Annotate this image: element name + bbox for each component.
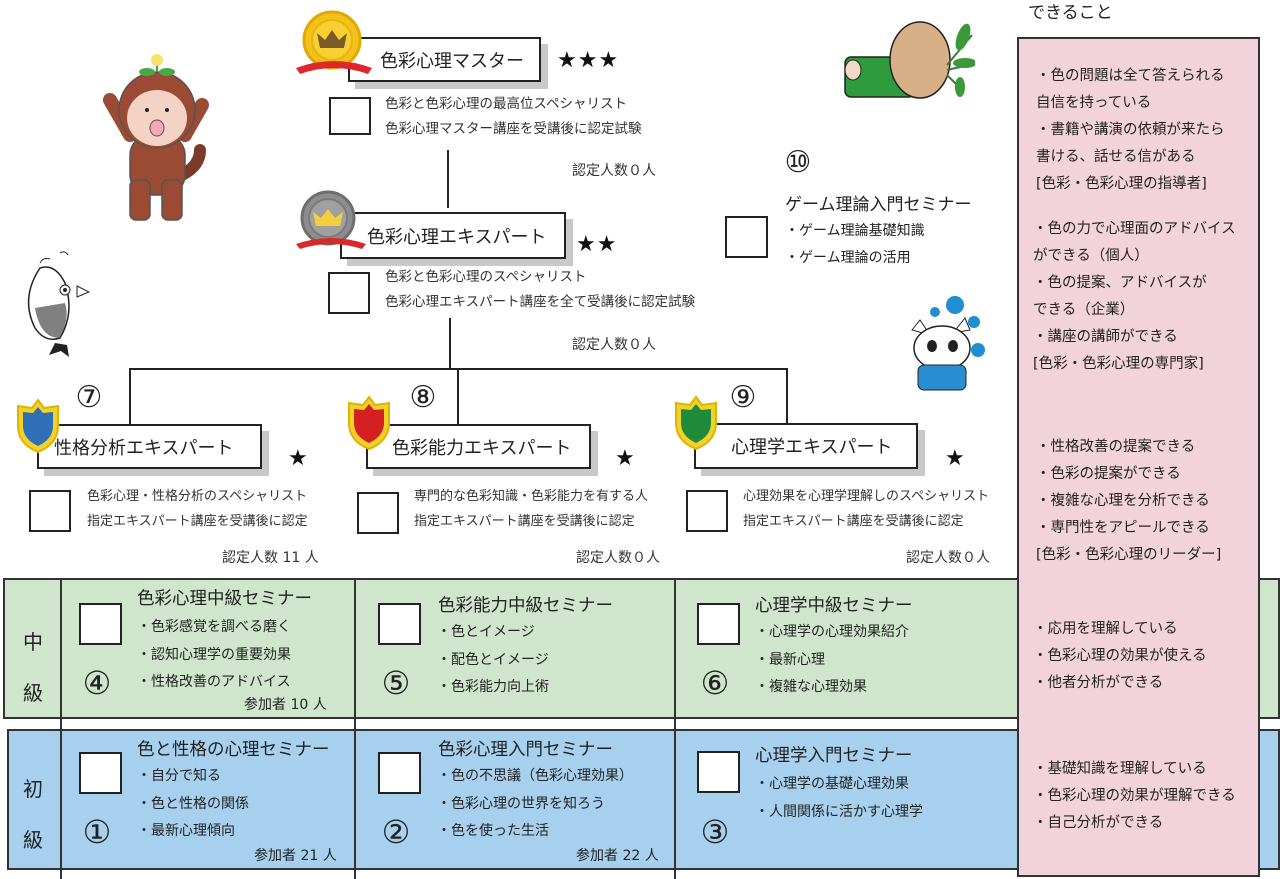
specialist-description: 心理効果を心理学理解しのスペシャリスト 指定エキスパート講座を受講後に認定: [743, 489, 990, 529]
specialist-title-box: 心理学エキスパート: [694, 423, 918, 469]
column-divider: [674, 578, 676, 879]
abilities-group-master: ・色の問題は全て答えられる 自信を持っている ・書籍や講演の依頼が来たら 書ける…: [1036, 68, 1225, 192]
seminar-checkbox[interactable]: [378, 603, 421, 645]
seminar-title: 心理学入門セミナー: [755, 746, 913, 766]
seminar-checkbox[interactable]: [378, 752, 421, 794]
seminar-checkbox[interactable]: [79, 752, 122, 794]
abilities-header: できること: [1028, 3, 1113, 23]
gold-crown-medal-icon: [296, 10, 372, 74]
specialist-description: 色彩心理・性格分析のスペシャリスト 指定エキスパート講座を受講後に認定: [87, 489, 308, 529]
connector-line: [457, 368, 459, 424]
silver-crown-medal-icon: [296, 190, 366, 249]
abilities-group-beginner: ・基礎知識を理解している ・色彩心理の効果が理解できる ・自己分析ができる: [1033, 761, 1236, 831]
bird-mascot-illustration: [27, 251, 90, 357]
monkey-mascot-illustration: [103, 54, 209, 221]
expert-certified-count: 認定人数０人: [572, 337, 656, 353]
game-seminar-items: ・ゲーム理論基礎知識 ・ゲーム理論の活用: [785, 223, 925, 266]
specialist-title: 色彩能力エキスパート: [392, 437, 572, 459]
column-divider: [354, 729, 356, 870]
connector-line: [129, 368, 131, 424]
master-certified-count: 認定人数０人: [572, 163, 656, 179]
seminar-checkbox[interactable]: [79, 603, 122, 645]
connector-line: [786, 368, 788, 424]
column-divider: [674, 729, 676, 870]
seminar-items: ・色とイメージ ・配色とイメージ ・色彩能力向上術: [437, 624, 549, 695]
specialist-number-7: ⑦: [75, 379, 103, 415]
column-divider: [60, 578, 62, 879]
specialist-checkbox[interactable]: [686, 490, 728, 532]
master-checkbox[interactable]: [329, 97, 371, 135]
seminar-items: ・色の不思議（色彩心理効果） ・色彩心理の世界を知ろう ・色を使った生活: [437, 768, 633, 839]
game-seminar-title: ゲーム理論入門セミナー: [785, 195, 972, 215]
master-description: 色彩と色彩心理の最高位スペシャリスト 色彩心理マスター講座を受講後に認定試験: [385, 96, 642, 137]
expert-title-box: 色彩心理エキスパート: [340, 212, 566, 259]
master-title-box: 色彩心理マスター: [348, 37, 541, 82]
seminar-participant-count: 参加者 10 人: [244, 697, 327, 713]
specialist-stars: ★: [288, 446, 309, 471]
specialist-certified-count: 認定人数０人: [576, 550, 660, 566]
seminar-participant-count: 参加者 22 人: [576, 848, 659, 864]
seminar-checkbox[interactable]: [697, 603, 740, 645]
green-shield-badge-icon: [675, 395, 717, 451]
abilities-group-specialist: ・性格改善の提案できる ・色彩の提案ができる ・複雑な心理を分析できる ・専門性…: [1036, 439, 1222, 563]
connector-line: [447, 150, 449, 208]
seminar-number-6: ⑥: [700, 664, 730, 702]
seminar-participant-count: 参加者 21 人: [254, 848, 337, 864]
seminar-number-4: ④: [82, 664, 112, 702]
seminar-title: 色彩心理中級セミナー: [137, 589, 312, 609]
seminar-items: ・心理学の心理効果紹介 ・最新心理 ・複雑な心理効果: [755, 624, 909, 695]
puppy-mascot-illustration: [911, 296, 985, 391]
seminar-title: 心理学中級セミナー: [755, 596, 913, 616]
seminar-items: ・心理学の基礎心理効果 ・人間関係に活かす心理学: [755, 776, 923, 820]
specialist-checkbox[interactable]: [357, 492, 399, 534]
seminar-number-10: ⑩: [784, 144, 812, 180]
specialist-stars: ★: [615, 446, 636, 471]
expert-stars: ★★: [576, 232, 618, 257]
specialist-title: 心理学エキスパート: [731, 437, 893, 458]
seminar-number-3: ③: [700, 813, 730, 851]
specialist-stars: ★: [945, 446, 966, 471]
specialist-title: 性格分析エキスパート: [54, 437, 234, 459]
expert-description: 色彩と色彩心理のスペシャリスト 色彩心理エキスパート講座を全て受講後に認定試験: [385, 269, 696, 310]
master-title: 色彩心理マスター: [380, 50, 524, 72]
abilities-panel: [1017, 37, 1260, 877]
specialist-title-box: 色彩能力エキスパート: [366, 424, 591, 469]
seminar-title: 色彩能力中級セミナー: [438, 596, 613, 616]
specialist-number-9: ⑨: [729, 379, 757, 415]
connector-line: [449, 318, 451, 370]
specialist-title-box: 性格分析エキスパート: [37, 424, 262, 469]
potato-mascot-illustration: [844, 21, 975, 99]
column-divider: [354, 578, 356, 879]
specialist-certified-count: 認定人数 11 人: [222, 550, 319, 566]
column-divider: [60, 729, 62, 870]
abilities-group-expert: ・色の力で心理面のアドバイス ができる（個人） ・色の提案、アドバイスが できる…: [1033, 221, 1236, 372]
beginner-level-label: 初 級: [23, 777, 43, 852]
specialist-number-8: ⑧: [409, 379, 437, 415]
seminar-number-1: ①: [82, 813, 112, 851]
specialist-checkbox[interactable]: [29, 490, 71, 532]
blue-shield-badge-icon: [17, 398, 59, 454]
seminar-checkbox[interactable]: [697, 751, 740, 793]
game-seminar-checkbox[interactable]: [725, 216, 768, 258]
seminar-items: ・色彩感覚を調べる磨く ・認知心理学の重要効果 ・性格改善のアドバイス: [137, 619, 291, 690]
specialist-description: 専門的な色彩知識・色彩能力を有する人 指定エキスパート講座を受講後に認定: [414, 489, 649, 529]
intermediate-level-label: 中 級: [23, 630, 43, 705]
expert-checkbox[interactable]: [328, 272, 370, 314]
specialist-certified-count: 認定人数０人: [906, 550, 990, 566]
seminar-number-5: ⑤: [381, 664, 411, 702]
seminar-title: 色彩心理入門セミナー: [438, 740, 613, 760]
red-shield-badge-icon: [348, 395, 390, 451]
seminar-number-2: ②: [381, 813, 411, 851]
seminar-title: 色と性格の心理セミナー: [137, 740, 330, 760]
seminar-items: ・自分で知る ・色と性格の関係 ・最新心理傾向: [137, 768, 249, 839]
master-stars: ★★★: [557, 48, 620, 73]
abilities-group-intermediate: ・応用を理解している ・色彩心理の効果が使える ・他者分析ができる: [1033, 621, 1207, 691]
expert-title: 色彩心理エキスパート: [367, 226, 547, 248]
